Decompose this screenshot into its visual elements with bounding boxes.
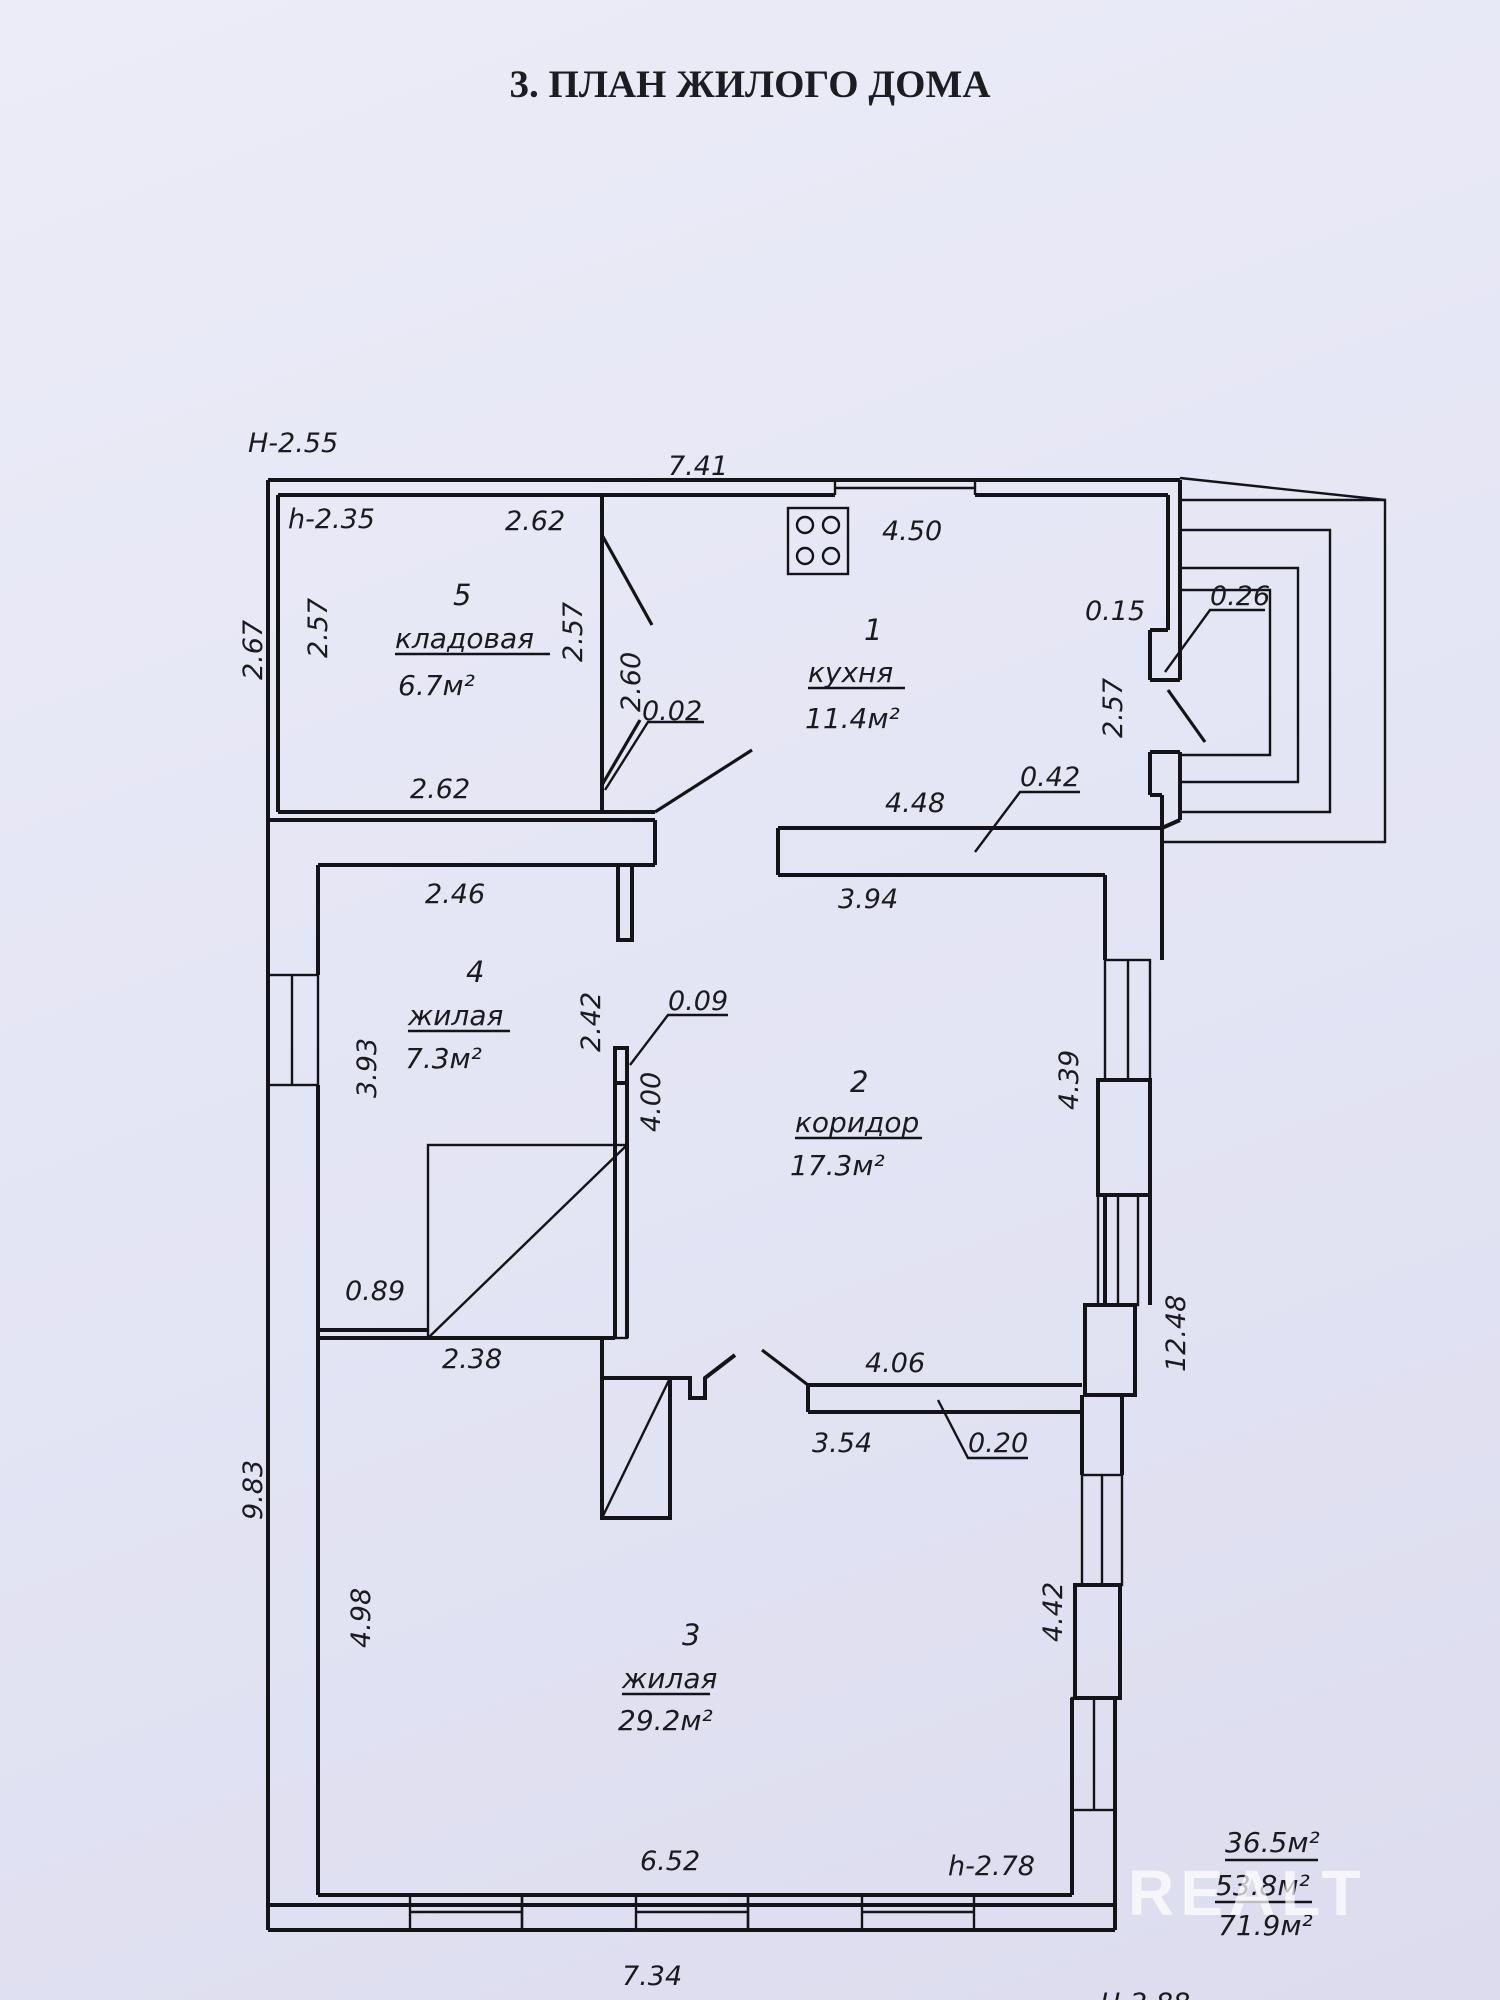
room-area: 6.7м²: [398, 669, 475, 702]
dim-right-total: 12.48: [1161, 1295, 1192, 1372]
area-totals: 36.5м² 53.8м² 71.9м²: [1215, 1826, 1320, 1942]
dim-storage-bottom: 2.62: [410, 774, 470, 805]
room-area: 17.3м²: [790, 1149, 885, 1182]
page-title: 3. ПЛАН ЖИЛОГО ДОМА: [509, 63, 991, 106]
dim-storage-right: 2.57: [558, 602, 589, 662]
room-area: 11.4м²: [805, 702, 900, 735]
dim-wall-015: 0.15: [1085, 596, 1145, 627]
room-name: кухня: [808, 656, 893, 689]
total-area: 53.8м²: [1215, 1869, 1310, 1902]
room-name: жилая: [407, 999, 503, 1032]
dimensions: Н-2.55 h-2.35 7.41 2.67 2.57 2.62 2.57 2…: [238, 428, 1270, 2000]
dim-room3-top: 3.54: [812, 1428, 872, 1459]
room-number: 5: [453, 578, 471, 612]
dim-room3-bottom: 6.52: [640, 1846, 700, 1877]
room-label-living-large: 3 жилая 29.2м²: [618, 1618, 717, 1737]
room-number: 1: [864, 613, 882, 647]
room-label-corridor: 2 коридор 17.3м²: [790, 1065, 922, 1182]
total-living-area: 36.5м²: [1225, 1826, 1320, 1859]
room-number: 2: [850, 1065, 868, 1099]
dim-left-top: 2.67: [238, 620, 269, 680]
room-label-kitchen: 1 кухня 11.4м²: [805, 613, 905, 735]
doors: [600, 534, 1207, 814]
height-storage: h-2.35: [288, 504, 375, 535]
dim-room3-left: 4.98: [346, 1588, 377, 1648]
dim-kitchen-left: 2.60: [616, 652, 647, 712]
dim-closet-bottom: 2.38: [442, 1344, 502, 1375]
room-label-living-small: 4 жилая 7.3м²: [405, 955, 510, 1075]
height-bottom-cut: Н-2.88: [1100, 1988, 1190, 2000]
dim-storage-top: 2.62: [505, 506, 565, 537]
windows: [408, 958, 1152, 1932]
dim-room3-right: 4.42: [1038, 1582, 1069, 1642]
exterior-steps: [1162, 476, 1387, 844]
gross-area: 71.9м²: [1218, 1909, 1313, 1942]
room-area: 7.3м²: [405, 1042, 482, 1075]
dim-corridor-right: 4.39: [1054, 1050, 1085, 1110]
dim-kitchen-bottom: 4.48: [885, 788, 945, 819]
dim-kitchen-top: 4.50: [882, 516, 942, 547]
leader-lines: [603, 608, 1265, 1460]
stove-icon: [786, 506, 850, 576]
dim-closet-left: 0.89: [345, 1276, 405, 1307]
room-area: 29.2м²: [618, 1704, 713, 1737]
dim-wall-020: 0.20: [968, 1428, 1028, 1459]
dim-wall-026: 0.26: [1210, 581, 1270, 612]
room-label-storage: 5 кладовая 6.7м²: [395, 578, 550, 702]
room-number: 3: [682, 1618, 700, 1652]
dim-storage-left: 2.57: [303, 598, 334, 658]
room-name: жилая: [621, 1662, 717, 1695]
dim-wall-042: 0.42: [1020, 762, 1080, 793]
dim-room4-right: 2.42: [576, 992, 607, 1052]
dim-room4-top: 2.46: [425, 879, 485, 910]
dim-kitchen-right: 2.57: [1098, 678, 1129, 738]
dim-top-total: 7.41: [668, 451, 728, 482]
room-name: коридор: [795, 1106, 919, 1139]
dim-corridor-top: 3.94: [838, 884, 898, 915]
room-name: кладовая: [395, 622, 534, 655]
dim-bottom-total: 7.34: [622, 1961, 682, 1992]
watermark-logo: REALT: [1128, 1857, 1367, 1929]
dim-wall-009: 0.09: [668, 986, 728, 1017]
dim-partition-002: 0.02: [642, 696, 702, 727]
height-living: h-2.78: [948, 1851, 1035, 1882]
room-number: 4: [466, 955, 484, 989]
dim-left-total: 9.83: [238, 1460, 269, 1520]
dim-room4-left: 3.93: [352, 1038, 383, 1098]
height-overall: Н-2.55: [248, 428, 338, 459]
dim-corridor-bottom: 4.06: [865, 1348, 925, 1379]
dim-corridor-left: 4.00: [636, 1072, 667, 1132]
